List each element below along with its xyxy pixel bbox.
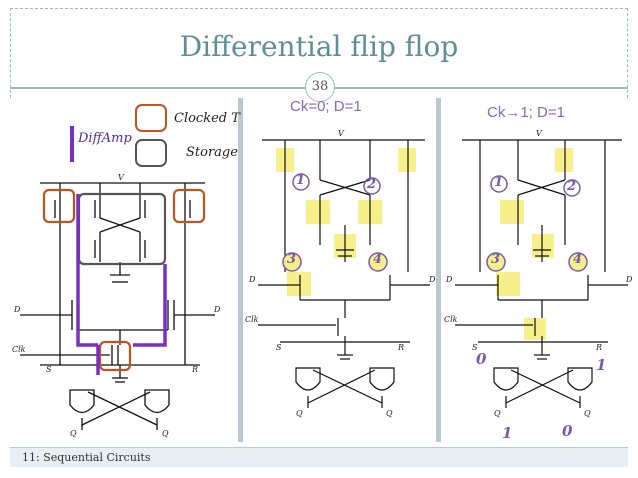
mid-node-1: 1 [296,173,306,188]
left-r-label: R [191,365,198,374]
right-caption: Ck→1; D=1 [487,104,565,121]
left-dbar-label: D [213,305,221,314]
panel-separator-left [238,98,243,442]
right-node-4: 4 [573,252,583,267]
slide-title: Differential flip flop [179,30,459,63]
slide-frame [10,8,628,98]
right-qbar-label: Q [584,409,591,418]
right-node-3: 3 [491,252,501,267]
mid-qbar-label: Q [386,409,393,418]
diffamp-legend-label: DiffAmp [78,131,132,146]
right-d-label: D [445,275,453,284]
storage-legend-mark [135,139,167,167]
left-clk-label: Clk [12,345,26,354]
clocked-legend-mark [135,104,167,132]
storage-legend-label: Storage [186,145,238,160]
right-q-label: Q [494,409,501,418]
middle-circuit [258,139,430,408]
left-d-label: D [13,305,21,314]
right-circuit [455,139,628,408]
mid-dbar-label: D [428,275,436,284]
right-vdd-label: V [536,129,543,138]
mid-q-label: Q [296,409,303,418]
left-qbar-label: Q [162,429,169,438]
panel-separator-right [436,98,441,442]
r-value: 1 [596,356,607,374]
mid-node-3: 3 [287,252,297,267]
mid-node-4: 4 [373,252,383,267]
right-node-2: 2 [567,179,577,194]
mid-vdd-label: V [338,129,345,138]
mid-clk-label: Clk [245,315,259,324]
left-clocked-box-3 [98,340,132,372]
left-clocked-box-1 [42,188,76,224]
left-circuit [20,182,215,430]
qbar-value: 0 [562,422,573,440]
right-r-label: R [595,343,602,352]
q-value: 1 [502,424,513,442]
slide-footer: 11: Sequential Circuits [10,447,628,467]
right-s-label: S [472,343,478,352]
left-diffamp-path [76,194,167,347]
left-storage-box [77,192,167,266]
slide-number: 38 [305,72,335,102]
right-dbar-label: D [625,275,633,284]
left-s-label: S [46,365,52,374]
s-value: 0 [476,350,487,368]
middle-caption: Ck=0; D=1 [290,98,362,115]
mid-s-label: S [276,343,282,352]
mid-d-label: D [248,275,256,284]
left-clocked-box-2 [172,188,206,224]
left-vdd-label: V [118,173,125,182]
right-clk-label: Clk [444,315,458,324]
left-q-label: Q [70,429,77,438]
mid-r-label: R [397,343,404,352]
clocked-legend-label: Clocked T [174,111,240,126]
right-node-1: 1 [494,175,504,190]
mid-node-2: 2 [367,177,377,192]
